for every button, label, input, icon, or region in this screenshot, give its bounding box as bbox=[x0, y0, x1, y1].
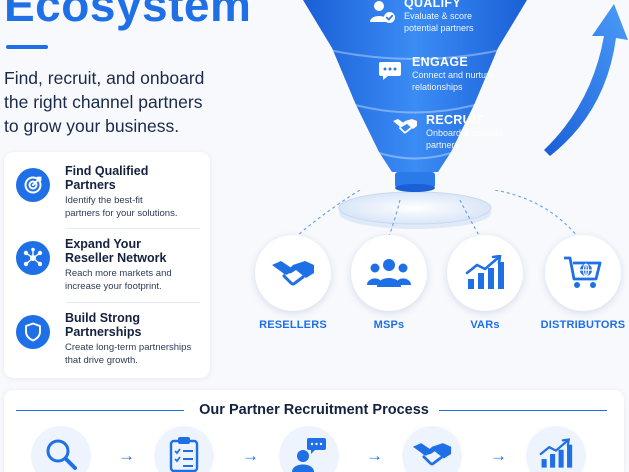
channel-msps: MSPs bbox=[344, 235, 434, 331]
chat-person-icon bbox=[291, 436, 327, 472]
divider bbox=[66, 302, 200, 303]
stage-title: QUALIFY bbox=[404, 0, 461, 10]
channel-vars: VARs bbox=[440, 235, 530, 331]
process-step-engage bbox=[279, 426, 339, 472]
stage-desc-line: Connect and nurture bbox=[412, 70, 495, 80]
stage-desc-line: Onboard & activate bbox=[426, 128, 504, 138]
search-icon bbox=[44, 437, 78, 472]
divider bbox=[66, 228, 200, 229]
heading-rule-left bbox=[16, 410, 184, 411]
shield-icon bbox=[16, 315, 50, 349]
recruitment-funnel: QUALIFY Evaluate & score potential partn… bbox=[300, 0, 529, 235]
channel-types: RESELLERS MSPs VARs bbox=[250, 235, 629, 335]
benefit-desc-line: partners for your solutions. bbox=[65, 207, 178, 219]
benefit-title: Partners bbox=[65, 178, 116, 192]
growth-arrow-icon bbox=[544, 4, 628, 156]
checklist-icon bbox=[169, 436, 199, 472]
channel-resellers: RESELLERS bbox=[248, 235, 338, 331]
target-icon bbox=[16, 168, 50, 202]
process-step-recruit bbox=[402, 426, 462, 472]
page-title: Ecosystem bbox=[4, 0, 252, 31]
stage-desc-line: partners bbox=[426, 140, 460, 150]
process-step-grow bbox=[526, 426, 586, 472]
stage-desc-line: relationships bbox=[412, 82, 463, 92]
benefit-desc-line: that drive growth. bbox=[65, 354, 138, 366]
benefit-desc: Identify the best-fit partners for your … bbox=[65, 195, 207, 220]
benefit-title: Build Strong bbox=[65, 311, 140, 325]
title-underline bbox=[6, 45, 48, 49]
growth-chart-icon bbox=[447, 235, 523, 311]
channel-label: VARs bbox=[470, 319, 500, 331]
benefit-desc: Reach more markets and increase your foo… bbox=[65, 268, 207, 293]
channel-label: MSPs bbox=[373, 319, 405, 331]
benefit-desc-line: increase your footprint. bbox=[65, 280, 162, 292]
funnel-graphic bbox=[303, 0, 527, 229]
heading-rule-right bbox=[439, 410, 607, 411]
benefit-desc: Create long-term partnerships that drive… bbox=[65, 342, 207, 367]
process-title: Our Partner Recruitment Process bbox=[199, 402, 429, 418]
benefit-desc-line: Identify the best-fit bbox=[65, 195, 143, 206]
benefit-desc-line: Create long-term partnerships bbox=[65, 342, 192, 353]
benefit-title: Reseller Network bbox=[65, 251, 167, 265]
step-arrow: → bbox=[242, 446, 259, 465]
people-icon bbox=[351, 235, 427, 311]
network-icon bbox=[16, 241, 50, 275]
handshake-icon bbox=[392, 116, 420, 144]
channel-label: DISTRIBUTORS bbox=[540, 319, 626, 331]
benefit-desc-line: Reach more markets and bbox=[65, 268, 172, 279]
process-step-evaluate bbox=[154, 426, 214, 472]
benefit-title: Expand Your bbox=[65, 237, 141, 251]
stage-title: ENGAGE bbox=[412, 55, 468, 69]
intro-line: Find, recruit, and onboard bbox=[4, 68, 205, 88]
benefit-title: Find Qualified bbox=[65, 164, 149, 178]
user-check-icon bbox=[370, 0, 398, 28]
stage-title: RECRUIT bbox=[426, 113, 484, 127]
intro-text: Find, recruit, and onboard the right cha… bbox=[4, 66, 234, 138]
channel-distributors: DISTRIBUTORS bbox=[538, 235, 628, 331]
step-arrow: → bbox=[490, 446, 507, 465]
channel-label: RESELLERS bbox=[259, 319, 327, 331]
process-step-search bbox=[31, 426, 91, 472]
stage-desc-line: Evaluate & score bbox=[404, 11, 473, 21]
cart-globe-icon bbox=[545, 235, 621, 311]
handshake-icon bbox=[255, 235, 331, 311]
benefits-card: Find Qualified Partners Identify the bes… bbox=[4, 152, 210, 378]
recruitment-process-panel: Our Partner Recruitment Process → → bbox=[4, 390, 624, 472]
step-arrow: → bbox=[118, 446, 135, 465]
intro-line: the right channel partners bbox=[4, 92, 203, 112]
step-arrow: → bbox=[366, 446, 383, 465]
growth-chart-icon bbox=[539, 437, 573, 472]
intro-line: to grow your business. bbox=[4, 116, 180, 136]
stage-desc-line: potential partners bbox=[404, 23, 474, 33]
chat-icon bbox=[378, 60, 406, 88]
handshake-icon bbox=[412, 439, 452, 472]
benefit-title: Partnerships bbox=[65, 325, 142, 339]
